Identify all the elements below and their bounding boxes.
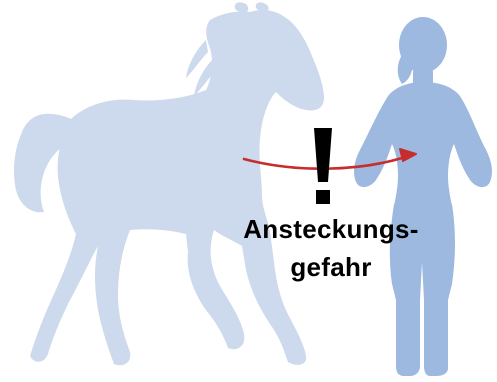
warning-label-line2: gefahr xyxy=(214,252,448,282)
woman-silhouette-icon xyxy=(354,17,492,376)
warning-label-line1: Ansteckungs- xyxy=(214,214,448,244)
horse-silhouette-icon xyxy=(14,2,324,365)
exclamation-icon xyxy=(314,128,332,204)
